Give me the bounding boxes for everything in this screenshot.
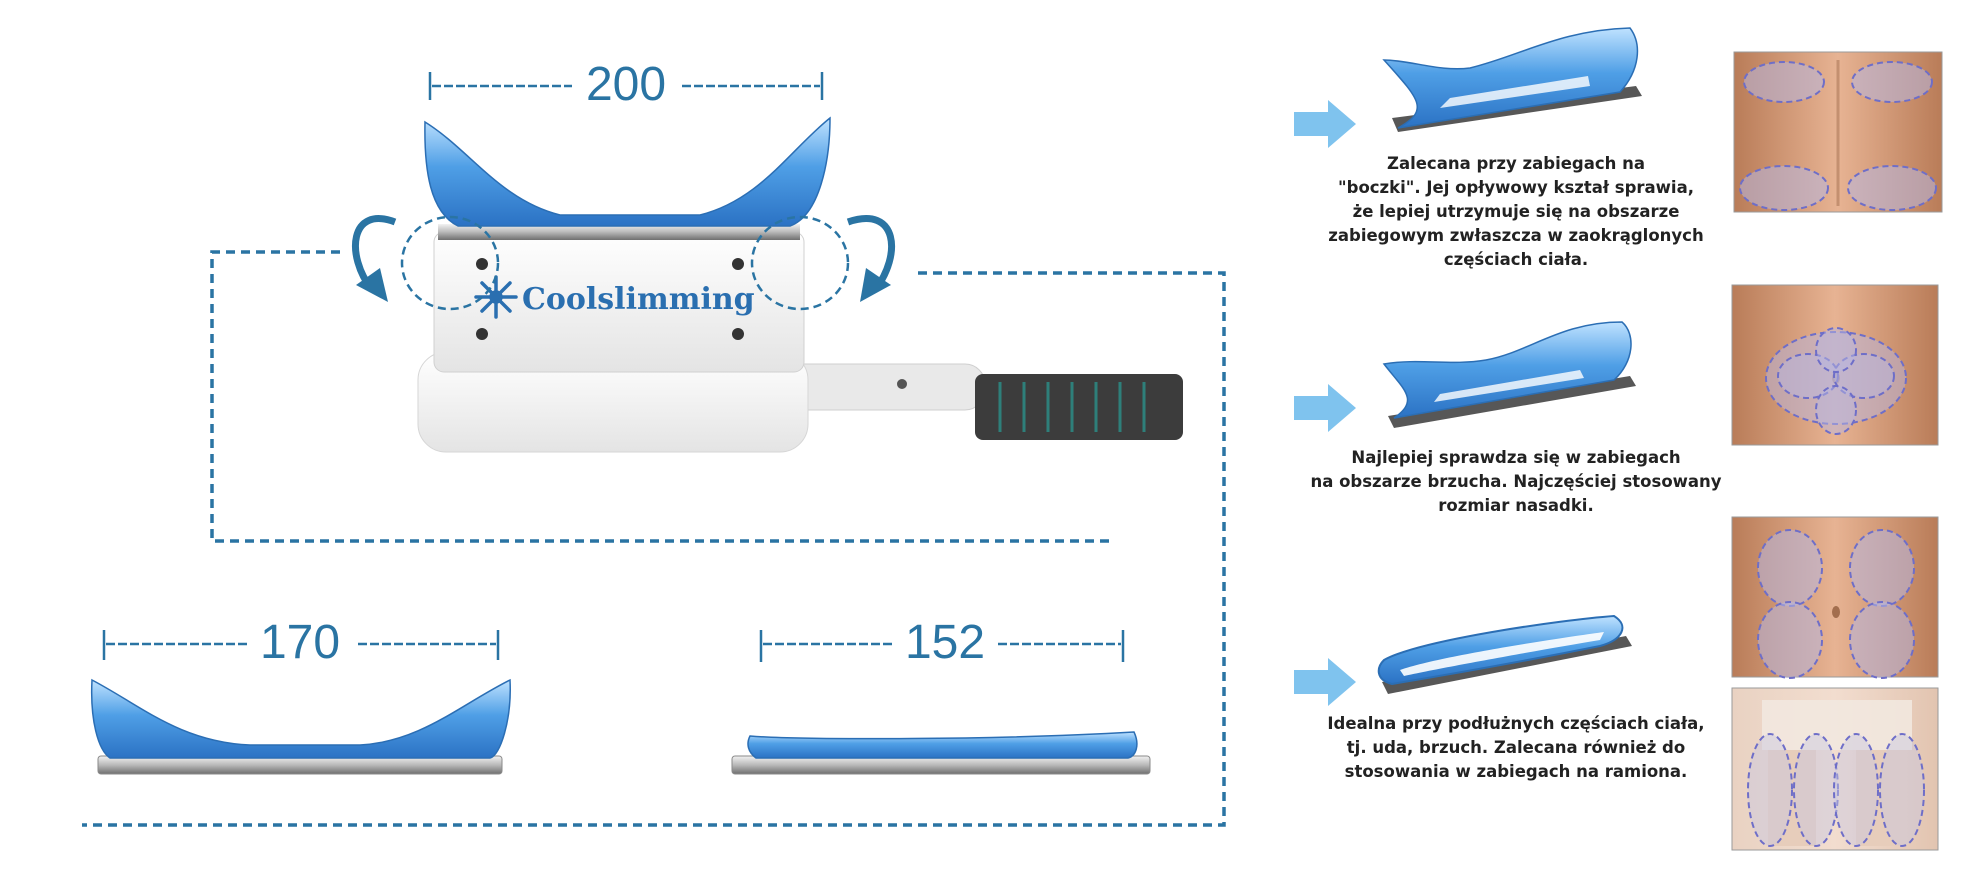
- dimension-170-label: 170: [260, 616, 340, 669]
- top-applicator: [424, 116, 831, 227]
- connector-lines: [82, 250, 1226, 827]
- dimension-200: [428, 72, 824, 100]
- description-3-line-2: tj. uda, brzuch. Zalecana również do: [1346, 738, 1686, 757]
- description-1-line-5: częściach ciała.: [1443, 250, 1589, 269]
- pointer-arrow-1-icon: [1294, 100, 1356, 148]
- description-2: Najlepiej sprawdza się w zabiegach na ob…: [1310, 446, 1722, 518]
- handpiece: Coolslimming: [352, 116, 1183, 453]
- body-photo-3: [1731, 516, 1939, 679]
- left-connector: [210, 250, 1115, 543]
- applicator-152: [731, 731, 1151, 775]
- description-2-line-2: na obszarze brzucha. Najczęściej stosowa…: [1310, 472, 1722, 491]
- description-3-line-3: stosowania w zabiegach na ramiona.: [1344, 762, 1688, 781]
- body-photo-4: [1731, 687, 1939, 851]
- applicator-thumb-2: [1382, 321, 1636, 428]
- description-1-line-4: zabiegowym zwłaszcza w zaokrąglonych: [1328, 226, 1704, 245]
- description-1-line-3: że lepiej utrzymuje się na obszarze: [1352, 202, 1680, 221]
- description-2-line-1: Najlepiej sprawdza się w zabiegach: [1351, 448, 1681, 467]
- dimension-152: [759, 630, 1125, 662]
- description-3-line-1: Idealna przy podłużnych częściach ciała,: [1327, 714, 1705, 733]
- applicator-170: [90, 678, 511, 775]
- pointer-arrow-3-icon: [1294, 658, 1356, 706]
- pointer-arrow-2-icon: [1294, 384, 1356, 432]
- dimension-170: [102, 630, 500, 660]
- brand-label: Coolslimming: [522, 282, 755, 317]
- description-2-line-3: rozmiar nasadki.: [1438, 496, 1594, 515]
- grip: [975, 374, 1183, 440]
- applicator-thumb-3: [1377, 614, 1632, 694]
- applicator-thumb-1: [1382, 27, 1642, 132]
- dimension-152-label: 152: [905, 616, 985, 669]
- body-photo-1: [1733, 51, 1943, 213]
- right-connector: [82, 271, 1226, 827]
- description-1-line-2: "boczki". Jej opływowy kształ sprawia,: [1338, 178, 1694, 197]
- description-1: Zalecana przy zabiegach na "boczki". Jej…: [1310, 152, 1722, 272]
- dimension-200-label: 200: [586, 58, 666, 111]
- body-photo-2: [1731, 284, 1939, 446]
- description-1-line-1: Zalecana przy zabiegach na: [1386, 154, 1646, 173]
- description-3: Idealna przy podłużnych częściach ciała,…: [1310, 712, 1722, 784]
- pointer-arrows: [1294, 100, 1356, 706]
- rotate-right-arrow-icon: [846, 215, 896, 293]
- rotate-left-arrow-icon: [352, 215, 397, 293]
- snowflake-icon: [474, 275, 518, 319]
